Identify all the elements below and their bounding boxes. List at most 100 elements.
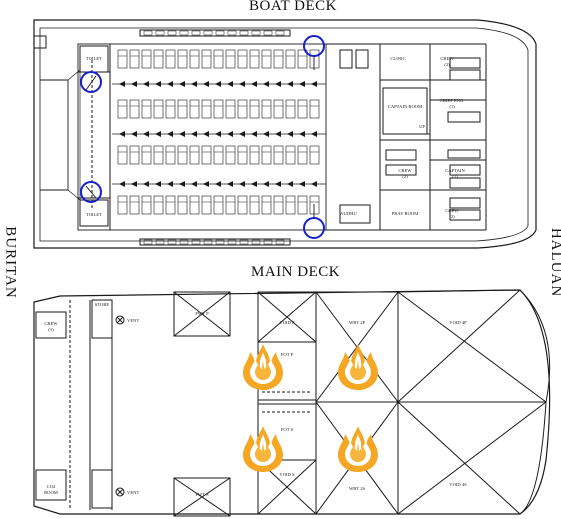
seat [153, 99, 164, 119]
captain-label: CAPTAIN [445, 168, 465, 173]
circle-outline-icon [303, 35, 325, 57]
crew-bottom-label: CREW [445, 208, 459, 213]
main-deck-hull-outline [33, 289, 551, 515]
bench-slot [215, 30, 225, 36]
seat [129, 145, 140, 165]
vent-bottom-label: VENT [127, 490, 139, 495]
pray-room-label: PRAY ROOM [392, 211, 419, 216]
seat [273, 49, 284, 69]
seat [249, 49, 260, 69]
seat [261, 99, 272, 119]
bench-slot [179, 30, 189, 36]
fot-p-label: FOT P [281, 352, 294, 357]
seat [297, 49, 308, 69]
fire-icon [338, 426, 378, 472]
bench-slot [155, 30, 165, 36]
seat [225, 195, 236, 215]
seat [201, 99, 212, 119]
seat [225, 145, 236, 165]
seat [225, 99, 236, 119]
bench-slot [275, 239, 285, 245]
fot-s-label: FOT S [281, 427, 294, 432]
bench-slot [203, 239, 213, 245]
seat [273, 99, 284, 119]
boat-deck [33, 19, 537, 249]
bench-slot [227, 239, 237, 245]
wbt-2s-label: WBT 2S [349, 486, 366, 491]
seat [261, 49, 272, 69]
seat [153, 145, 164, 165]
seat [129, 99, 140, 119]
boat-deck-title: BOAT DECK [249, 0, 337, 14]
fire-icon [338, 344, 378, 390]
seat [177, 99, 188, 119]
seat [285, 195, 296, 215]
seat [285, 99, 296, 119]
seat [297, 99, 308, 119]
seat [201, 195, 212, 215]
seat [261, 145, 272, 165]
seat [129, 195, 140, 215]
vent-x-icon [115, 315, 125, 325]
seat [189, 49, 200, 69]
bench-slot [227, 30, 237, 36]
seat [117, 195, 128, 215]
crew-bottom-count: (2) [449, 214, 455, 219]
fwt-p-label: FWT P [195, 311, 209, 316]
seat [309, 145, 320, 165]
bench-slot [251, 239, 261, 245]
bench-slot [239, 239, 249, 245]
wbt-2p-label: WBT 2P [349, 320, 366, 325]
bench-slot [167, 30, 177, 36]
seat [141, 145, 152, 165]
store-label: STORE [95, 302, 110, 307]
bench-slot [239, 30, 249, 36]
seat [153, 195, 164, 215]
seat [189, 195, 200, 215]
top-bench-slots [143, 30, 285, 36]
seat [213, 49, 224, 69]
void-s-label: VOID S [279, 472, 295, 477]
boat-deck-hull-outline [33, 19, 537, 249]
fire-icon [243, 426, 283, 472]
void-4p-label: VOID 4P [449, 320, 467, 325]
circle-outline-icon [80, 71, 102, 93]
seat [117, 49, 128, 69]
seat [177, 195, 188, 215]
bench-slot [143, 30, 153, 36]
toilet-top-label: TOILET [86, 56, 102, 61]
seat [165, 99, 176, 119]
seat [213, 99, 224, 119]
seat [117, 99, 128, 119]
void-p-label: VOID P [279, 320, 295, 325]
seat [165, 195, 176, 215]
bench-slot [263, 239, 273, 245]
seat [165, 49, 176, 69]
vent-x-icon [115, 487, 125, 497]
chief-eng-label: CHIEF ENG. [439, 98, 464, 103]
crew-1-count: (1) [48, 327, 54, 332]
fwt-s-label: FWT S [195, 492, 209, 497]
seat [141, 99, 152, 119]
passenger-seat-grid [112, 49, 326, 215]
seat [237, 195, 248, 215]
void-4s-label: VOID 4S [449, 482, 467, 487]
crew-top-label: CREW [440, 56, 454, 61]
seat [117, 145, 128, 165]
seat [189, 145, 200, 165]
chief-eng-count: (1) [449, 104, 455, 109]
seat [189, 99, 200, 119]
exit-highlights [80, 35, 325, 239]
seat [249, 99, 260, 119]
bottom-bench-slots [143, 239, 285, 245]
seat [273, 145, 284, 165]
bench-slot [203, 30, 213, 36]
crew-mid-label: CREW [398, 168, 412, 173]
seat [297, 195, 308, 215]
circle-outline-icon [303, 217, 325, 239]
seat [297, 145, 308, 165]
crew-top-count: (2) [444, 62, 450, 67]
bench-slot [179, 239, 189, 245]
clinic-label: CLINIC [390, 56, 405, 61]
co2-room-label-2: ROOM [44, 490, 58, 495]
